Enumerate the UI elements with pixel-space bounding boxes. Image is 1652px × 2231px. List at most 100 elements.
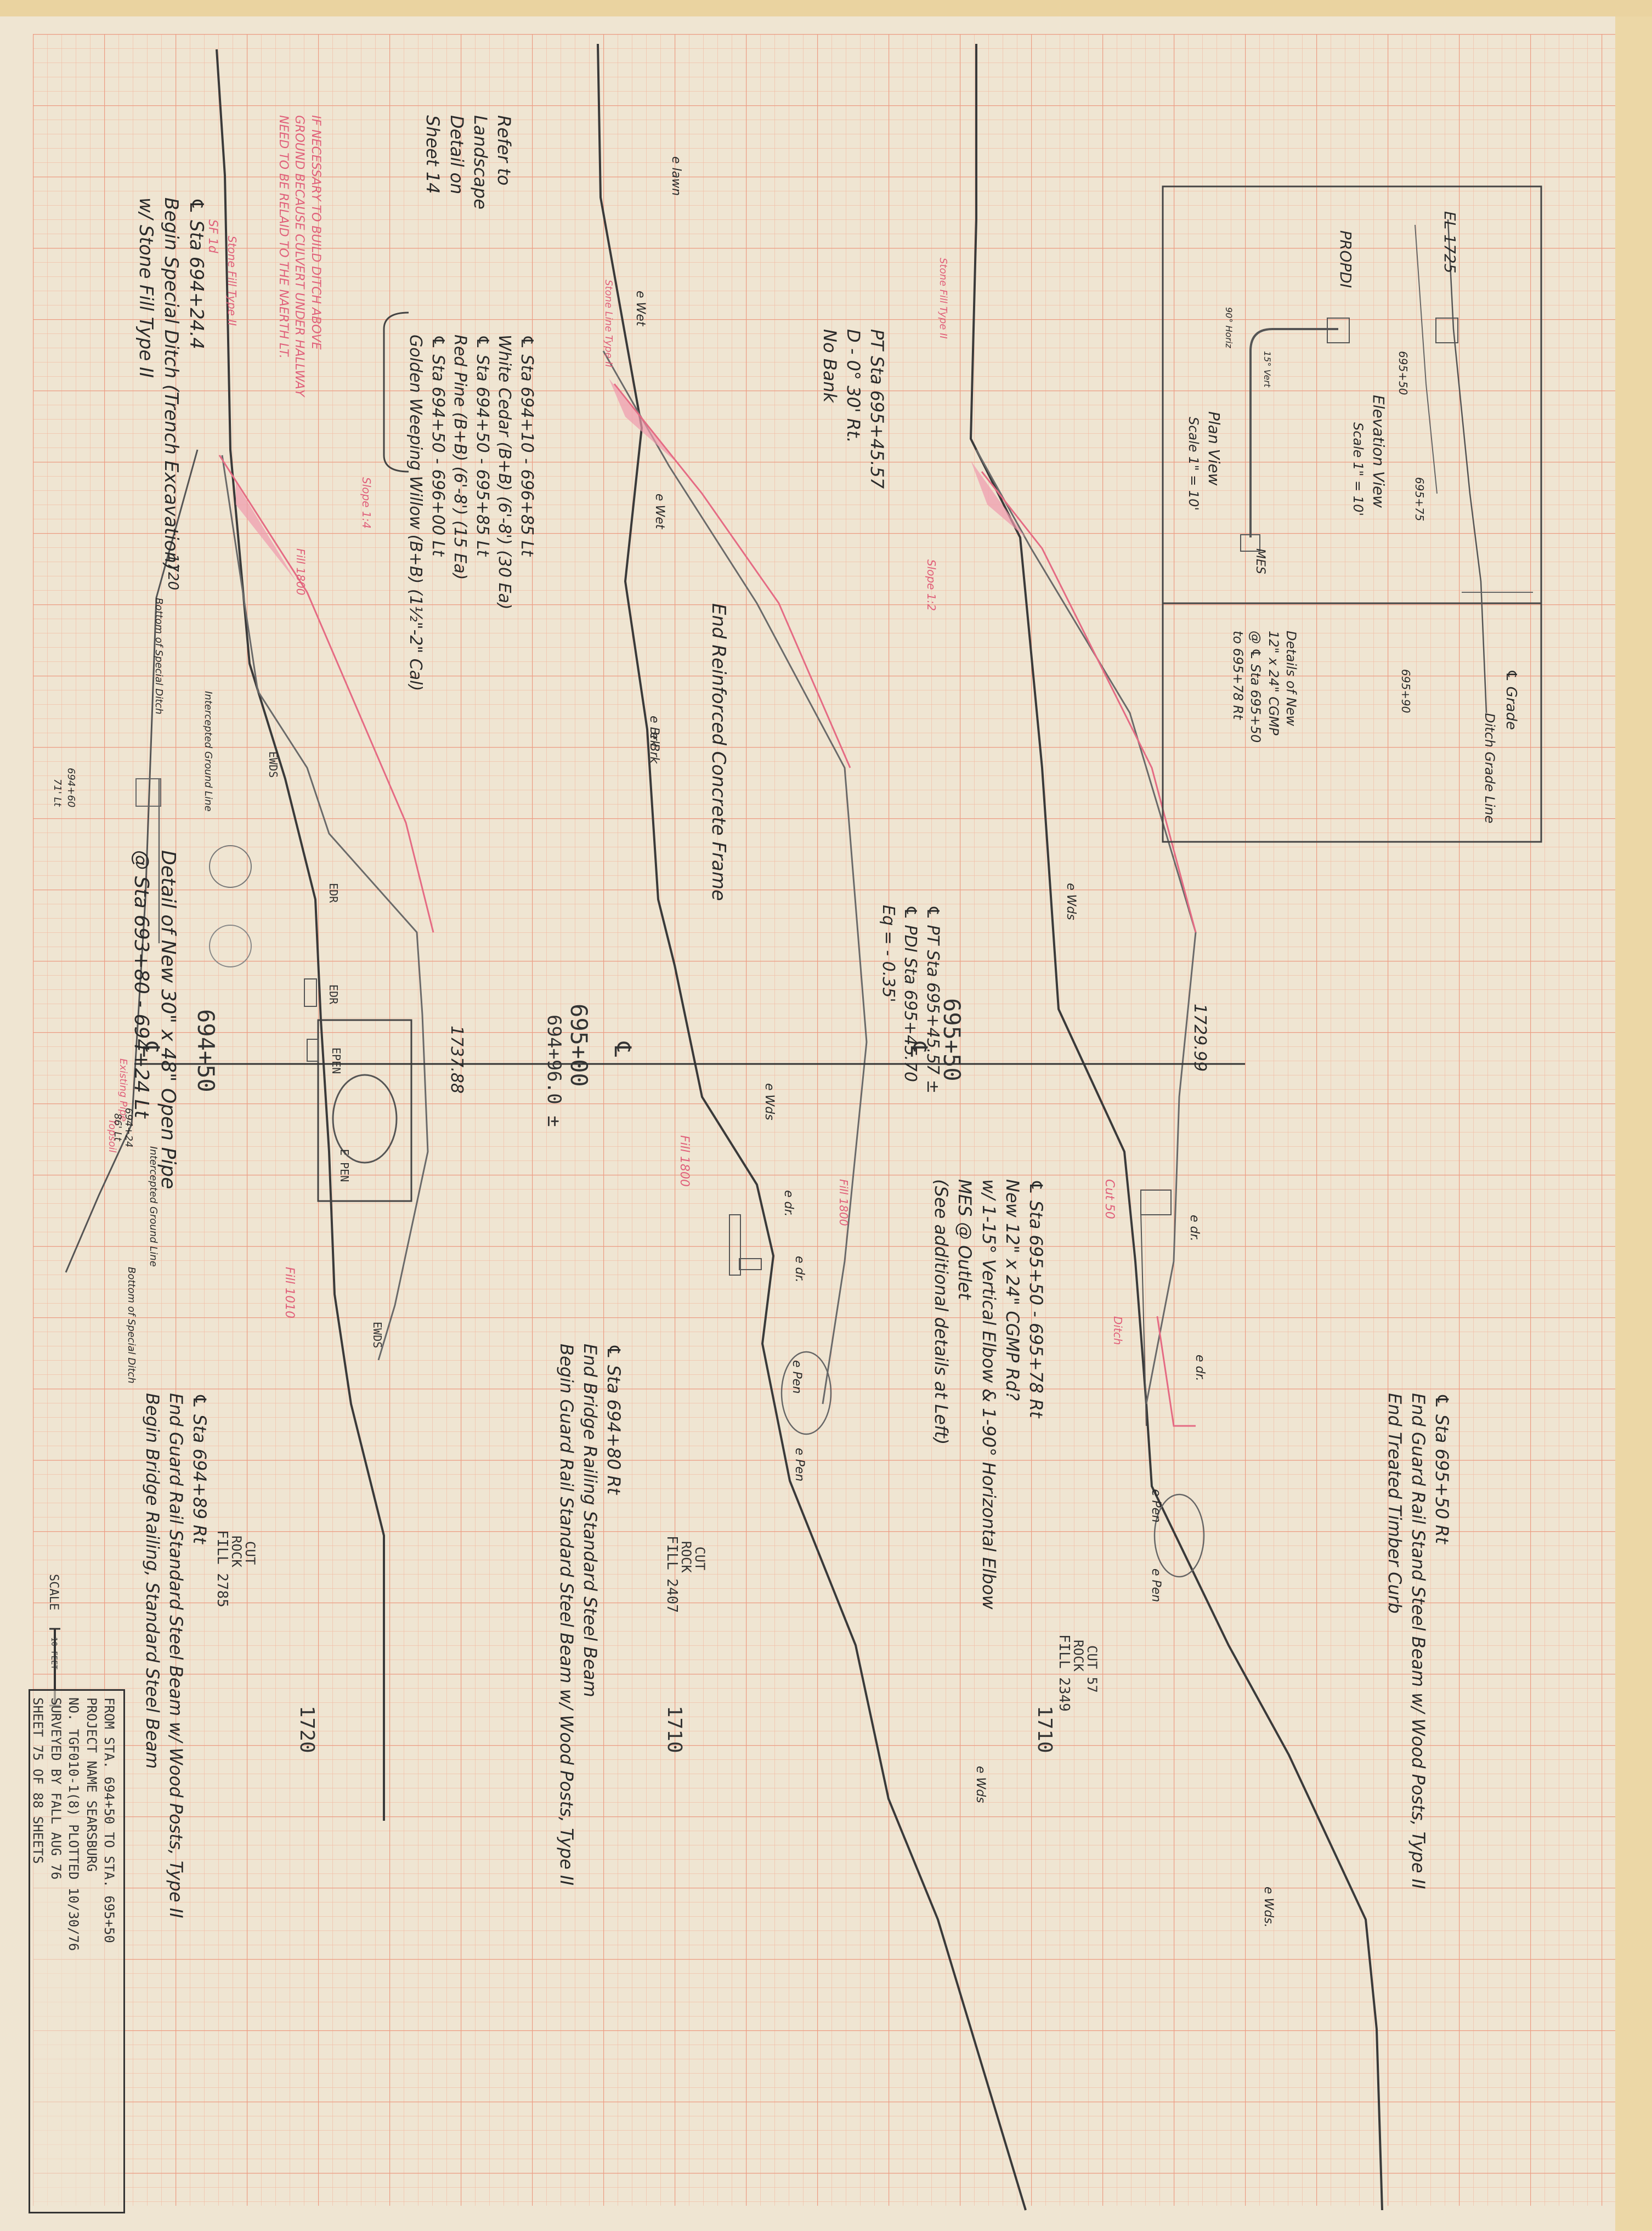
red-label-5: Fill 1010 [282, 1267, 296, 1318]
label-e-wet-2: e Wet [653, 494, 666, 529]
detail-st3: 695+90 [1399, 669, 1412, 714]
detail-st2: 695+75 [1413, 477, 1426, 522]
datum-695-00: 1710 [663, 1706, 686, 1753]
red-label-9: Fill 1800 [677, 1135, 691, 1187]
red-label-11: Cut 50 [1102, 1179, 1116, 1219]
detail-deg: 15° Vert [1262, 351, 1272, 388]
label-e-wds-3: e Wds [1064, 883, 1078, 920]
label-e-pen-3: e Pen [793, 1448, 806, 1482]
red-label-12: Fill 1800 [837, 1179, 850, 1226]
special-ditch-note: ℄ Sta 694+24.4 Begin Special Ditch (Tren… [135, 197, 207, 571]
loc-label-3: 694+24 [123, 1108, 134, 1148]
guard-rail-note-right: ℄ Sta 695+50 Rt End Guard Rail Stand Ste… [1384, 1393, 1452, 1889]
guard-rail-note-left: ℄ Sta 694+89 Rt End Guard Rail Standard … [142, 1393, 210, 1918]
red-label-8: Slope 1:2 [925, 559, 938, 611]
title-block: FROM STA. 694+50 TO STA. 695+50 PROJECT … [29, 1689, 125, 2213]
fill-695-00: FILL 2407 [664, 1536, 680, 1613]
pt-station-note: PT Sta 695+45.57 D - 0° 30' Rt. No Bank [819, 329, 887, 489]
detail-ditch-line: Ditch Grade Line [1482, 713, 1497, 824]
datum-695-50: 1710 [1033, 1706, 1056, 1753]
rock-694-50: ROCK [229, 1536, 244, 1567]
culvert-note: ℄ Sta 695+50 - 695+78 Rt New 12" x 24" C… [931, 1179, 1046, 1610]
red-label-4: Fill 1800 [294, 548, 307, 596]
station-694-50: 694+50 [193, 1009, 219, 1092]
label-ewds: EWDS [267, 751, 280, 778]
ground-elev-694-50: 1737.88 [447, 1026, 466, 1094]
label-e-dr-3: e dr. [1187, 1215, 1201, 1242]
label-e-wet: e Wet [633, 291, 647, 326]
label-ewds-2: EWDS [371, 1322, 384, 1349]
label-e-dr-4: e dr. [1193, 1355, 1207, 1381]
loc-label-2: 71' Lt [52, 779, 63, 807]
end-frame-note: End Reinforced Concrete Frame [708, 603, 729, 901]
red-fill-694-50 [218, 455, 434, 933]
cut-694-50: CUT [242, 1541, 258, 1565]
detail-hz: 90° Horiz [1224, 307, 1234, 348]
red-label-7: Stone Fill Type II [937, 258, 949, 339]
elevation-scale: Scale 1" = 10' [1350, 422, 1366, 517]
fill-694-50: FILL 2785 [214, 1530, 230, 1607]
cut-695-00: CUT [692, 1547, 708, 1571]
red-fill-695-50 [981, 471, 1197, 933]
tree-planting-note: ℄ Sta 694+10 - 696+85 Lt White Cedar (B+… [406, 335, 537, 692]
red-label-10: Ditch [1111, 1316, 1124, 1345]
red-fill-695-00 [613, 383, 851, 768]
template-line-695-00 [602, 350, 868, 1405]
guard-rail-note-mid: ℄ Sta 694+80 Rt End Bridge Railing Stand… [556, 1344, 624, 1885]
label-e-pen-2: e Pen [790, 1360, 804, 1394]
detail-st1: 695+50 [1396, 351, 1410, 395]
detail-box [1162, 185, 1542, 843]
label-edr: EDR [327, 883, 340, 903]
plan-scale: Scale 1" = 10' [1186, 417, 1201, 511]
scale-label: SCALE [47, 1574, 60, 1611]
scale-unit: 10 FEET [49, 1637, 58, 1670]
fill-695-50: FILL 2349 [1056, 1634, 1072, 1712]
red-label-1: Stone Fill Type II [225, 236, 239, 326]
pipe-detail-note: Detail of New 30" x 48" Open Pipe @ Sta … [130, 850, 179, 1190]
datum-694-50: 1720 [296, 1706, 318, 1753]
detail-grade: ℄ Grade [1503, 669, 1519, 730]
label-epen: EPEN [330, 1047, 343, 1074]
label-e-dr: e dr. [782, 1190, 795, 1217]
ground-line-694-50 [216, 49, 385, 1821]
lower-label-4: Bottom of Special Ditch [126, 1267, 137, 1384]
detail-pr: PROPDI [1337, 230, 1355, 288]
label-e-pen: E PEN [338, 1149, 351, 1182]
loc-label-4: 86' Lt [112, 1113, 123, 1141]
red-ditch-note: IF NECESSARY TO BUILD DITCH ABOVE GROUND… [276, 115, 323, 397]
lower-label-1: Intercepted Ground Line [202, 691, 214, 812]
loc-label-1: 694+60 [65, 768, 77, 808]
landscape-ref-note: Refer to Landscape Detail on Sheet 14 [422, 115, 514, 209]
label-e-wds-2: e Wds [974, 1766, 987, 1803]
pt-station-note-2: ℄ PT Sta 695+45.57 ± ℄ PDI Sta 695+45.70… [879, 905, 942, 1094]
label-e-pen-4: e Pen [1149, 1489, 1163, 1523]
detail-el: EL 1725 [1441, 211, 1459, 274]
label-edr-2: EDR [327, 984, 340, 1005]
elevation-title: Elevation View [1370, 395, 1388, 508]
red-label-3: Slope 1:4 [360, 477, 373, 529]
station-note-695-00: 694+96.0 ± [543, 1015, 565, 1127]
label-e-lawn: e lawn [669, 156, 683, 196]
label-e-brk-2: e Brk [647, 732, 661, 764]
red-label-6: Stone Line Type II [603, 280, 614, 367]
lower-label-3: Intercepted Ground Line [148, 1146, 159, 1267]
lower-label-2: Bottom of Special Ditch [153, 598, 165, 715]
template-line-694-50 [221, 455, 429, 1361]
centerline-symbol-2: ℄ [609, 1042, 636, 1057]
station-695-00: 695+00 [565, 1004, 592, 1087]
cut-695-50: CUT 57 [1084, 1645, 1100, 1693]
title-block-text: FROM STA. 694+50 TO STA. 695+50 PROJECT … [30, 1697, 117, 1951]
label-e-pen-5: e Pen [1149, 1569, 1163, 1603]
ground-elev-695-50: 1729.99 [1190, 1004, 1209, 1072]
ground-line-695-00 [597, 43, 1027, 2211]
rock-695-00: ROCK [678, 1541, 694, 1573]
ground-line-695-50 [969, 44, 1383, 2211]
detail-box-note: Details of New 12" x 24" CGMP @ ℄ Sta 69… [1230, 631, 1299, 743]
detail-mes: MES [1253, 548, 1267, 574]
rock-695-50: ROCK [1071, 1640, 1086, 1672]
plan-title: Plan View [1205, 411, 1223, 486]
label-e-wds: e Wds [762, 1083, 776, 1120]
